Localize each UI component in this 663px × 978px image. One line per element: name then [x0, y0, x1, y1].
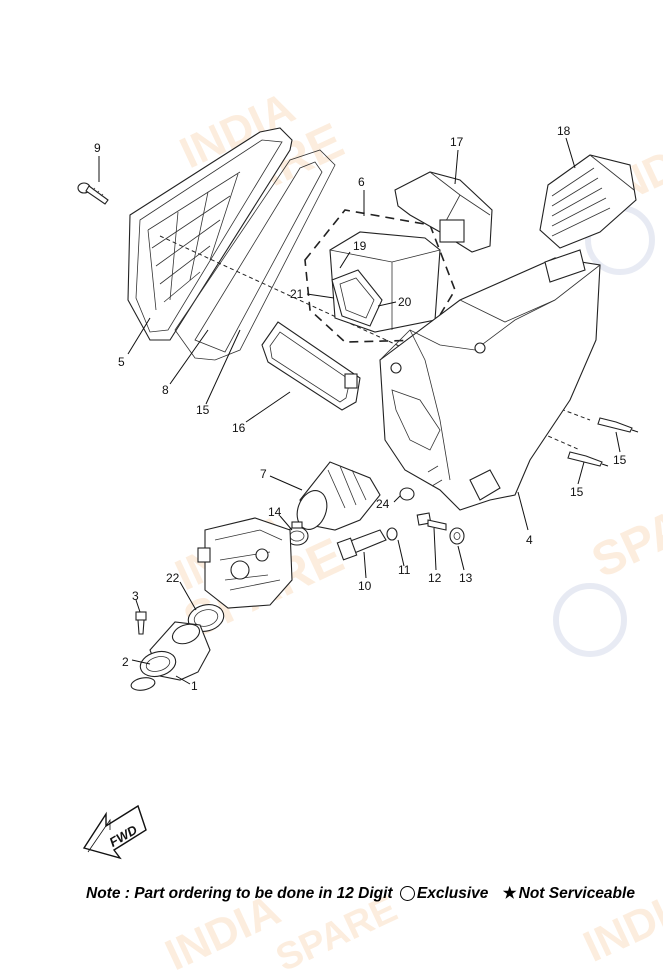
callout-5: 5	[118, 355, 125, 369]
callout-6: 6	[358, 175, 365, 189]
callout-17: 16	[232, 421, 246, 435]
star-icon: ★	[502, 885, 517, 902]
callout-18: 17	[450, 135, 464, 149]
part-1-manifold	[139, 621, 211, 681]
callout-20: 19	[353, 239, 367, 253]
part-7-joint	[296, 461, 381, 531]
part-12-bolt	[416, 512, 447, 531]
carburetor	[197, 517, 293, 609]
part-3-bolt	[135, 611, 147, 635]
callout-8: 8	[162, 383, 169, 397]
part-2-oring	[130, 677, 156, 691]
callout-10: 10	[358, 579, 372, 593]
part-16-seal	[194, 161, 323, 353]
ordering-note: Note : Part ordering to be done in 12 Di…	[86, 884, 663, 903]
part-11-clip	[386, 527, 398, 541]
part-17-frame	[261, 321, 361, 411]
part-15-screw-b	[567, 451, 609, 467]
callout-14: 14	[268, 505, 282, 519]
callout-23: 22	[166, 571, 180, 585]
callout-1: 1	[191, 679, 198, 693]
part-24-plug	[399, 487, 415, 501]
callout-15-lower-b: 15	[570, 485, 584, 499]
note-not-serviceable: Not Serviceable	[518, 885, 635, 902]
callout-13: 13	[459, 571, 473, 585]
note-prefix: Note : Part ordering to be done in 12 Di…	[86, 885, 393, 902]
part-4-airbox	[379, 249, 601, 511]
part-15-screw-a	[597, 417, 639, 433]
part-13-washer	[449, 527, 465, 545]
part-14-clamp	[285, 521, 309, 546]
part-10-pipe	[336, 529, 387, 561]
part-18-bracket	[394, 171, 493, 253]
callout-9: 9	[94, 141, 101, 155]
callout-7: 7	[260, 467, 267, 481]
callout-15-upper: 15	[613, 453, 627, 467]
callout-24: 24	[376, 497, 390, 511]
svg-text:SPARE: SPARE	[584, 472, 663, 588]
leader-lines	[98, 137, 621, 685]
callout-19: 18	[557, 124, 571, 138]
callout-21: 20	[398, 295, 412, 309]
callout-16: 15	[196, 403, 210, 417]
callout-3: 3	[132, 589, 139, 603]
callout-4: 4	[526, 533, 533, 547]
note-exclusive: Exclusive	[416, 885, 489, 902]
callout-2: 2	[122, 655, 129, 669]
part-8-gasket	[174, 149, 336, 361]
circle-icon	[399, 886, 415, 901]
part-6-element-assembly	[304, 209, 456, 343]
callout-22: 21	[290, 287, 304, 301]
callout-12: 12	[428, 571, 442, 585]
callout-11: 11	[398, 563, 411, 577]
part-5-filter-cover	[127, 127, 293, 341]
fwd-arrow-icon: FWD	[82, 804, 147, 860]
part-19-duct	[539, 154, 637, 249]
part-9-bolt	[77, 182, 109, 205]
watermark-right: SPARE	[553, 472, 663, 657]
